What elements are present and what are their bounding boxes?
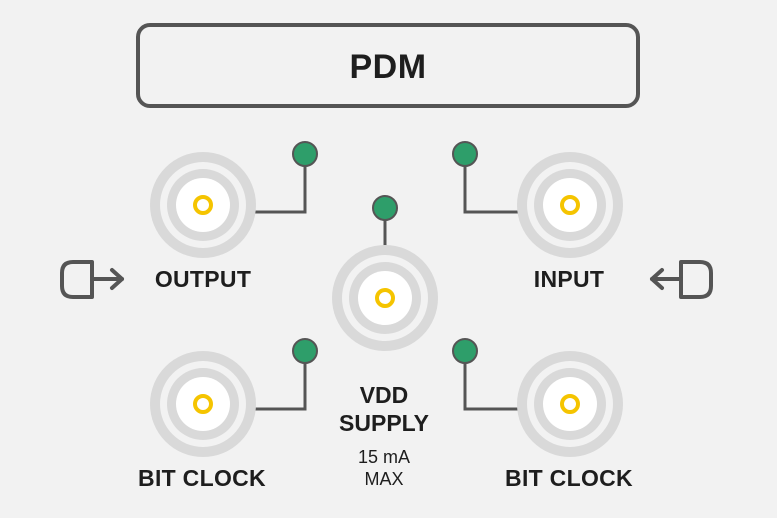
wire-bit-clock-right [463,351,519,411]
label-vdd-supply: VDD SUPPLY [339,381,429,437]
connector-pin [560,195,580,215]
led-bit-clock-left [292,338,318,364]
connector-bit-clock-left[interactable] [150,351,256,457]
connector-pin [193,394,213,414]
title-box [136,23,640,108]
label-vdd-rating: 15 mA MAX [358,446,410,490]
connector-pin [560,394,580,414]
connector-input[interactable] [517,152,623,258]
label-vdd-line1: VDD [359,382,409,408]
label-vdd-rating-line1: 15 mA [357,447,411,467]
label-bit-clock-left: BIT CLOCK [138,465,266,491]
label-vdd-line2: SUPPLY [339,410,429,436]
arrow-into-port-icon [650,260,713,299]
label-bit-clock-right: BIT CLOCK [505,465,633,491]
arrow-out-of-port-icon [60,260,124,299]
connector-output[interactable] [150,152,256,258]
led-vdd [372,195,398,221]
wire-input [463,154,519,214]
led-bit-clock-right [452,338,478,364]
wires [253,154,519,411]
connector-pin [193,195,213,215]
label-input: INPUT [533,266,605,292]
page-title: PDM [349,48,427,86]
connector-pin [375,288,395,308]
led-output [292,141,318,167]
label-vdd-rating-line2: MAX [364,469,404,489]
led-input [452,141,478,167]
wire-output [253,154,307,214]
label-output: OUTPUT [154,266,252,292]
connector-bit-clock-right[interactable] [517,351,623,457]
wire-bit-clock-left [253,351,307,411]
connector-vdd-supply[interactable] [332,245,438,351]
status-leds [292,141,478,364]
